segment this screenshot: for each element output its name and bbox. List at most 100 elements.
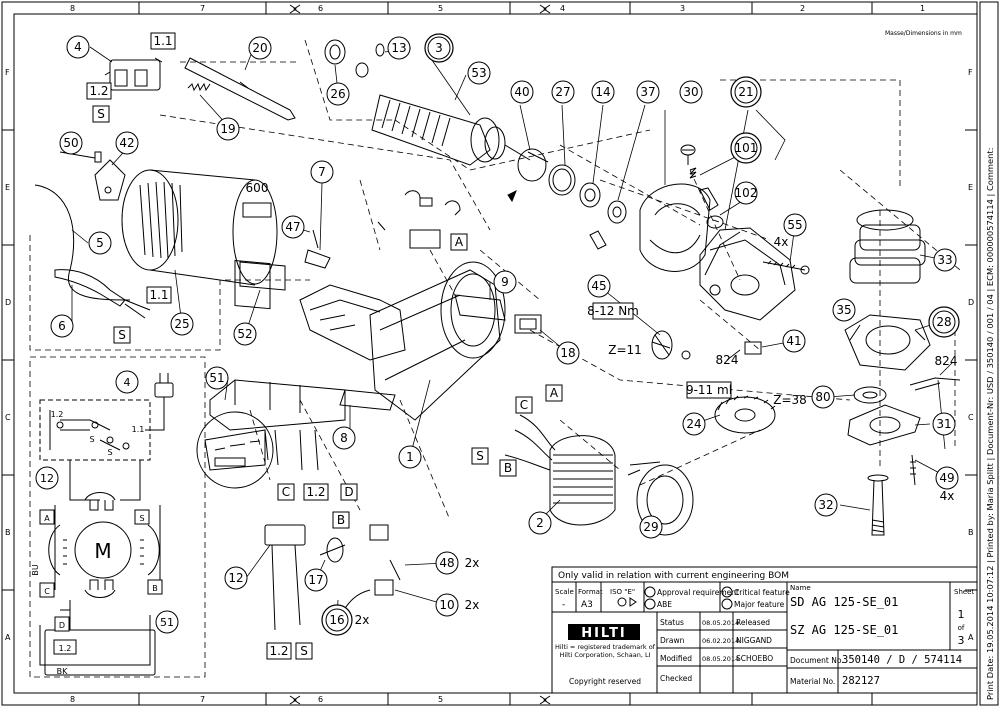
callout-labels: 4 1.1 1.2 S 20 19 26 13 3 53 40 27 14 37… bbox=[58, 34, 957, 658]
callout-101: 101 bbox=[735, 141, 758, 155]
row-label: D bbox=[968, 298, 974, 307]
callout-824: 824 bbox=[935, 354, 958, 368]
callout-32: 32 bbox=[818, 498, 833, 512]
tb-notice: Only valid in relation with current engi… bbox=[558, 571, 789, 581]
row-label: A bbox=[5, 633, 11, 642]
callout-19: 19 bbox=[220, 122, 235, 136]
callout-52: 52 bbox=[237, 327, 252, 341]
tb-name2: SZ AG 125-SE_01 bbox=[790, 623, 898, 637]
callout-18: 18 bbox=[560, 346, 575, 360]
schematic-12: 12 bbox=[40, 472, 54, 485]
tb-row-label: Checked bbox=[660, 674, 692, 683]
callout-35: 35 bbox=[836, 303, 851, 317]
tb-name1: SD AG 125-SE_01 bbox=[790, 595, 898, 609]
tb-sheet-no: 1 bbox=[958, 608, 965, 621]
callout-6: 6 bbox=[58, 319, 66, 333]
tb-scale-label: Scale bbox=[555, 588, 574, 596]
callout-42: 42 bbox=[119, 136, 134, 150]
callout-600: 600 bbox=[246, 181, 269, 195]
teeth-z38: Z=38 bbox=[773, 393, 807, 407]
callout-12: 12 bbox=[228, 571, 243, 585]
callout-51: 51 bbox=[209, 371, 224, 385]
tb-format-value: A3 bbox=[581, 600, 593, 610]
parts-geometry bbox=[29, 39, 961, 631]
tb-doc-value: 350140 / D / 574114 bbox=[842, 654, 962, 666]
tb-sheet-total: 3 bbox=[958, 634, 965, 647]
callout-55: 55 bbox=[787, 218, 802, 232]
box-s: S bbox=[476, 449, 484, 463]
row-label: E bbox=[968, 183, 973, 192]
tb-trademark: Hilti = registered trademark of Hilti Co… bbox=[555, 643, 655, 659]
callout-3: 3 bbox=[435, 41, 443, 55]
tb-row-value: SCHOEBO bbox=[736, 654, 773, 663]
schematic-s: S bbox=[89, 435, 94, 444]
tb-doc-label: Document No. bbox=[790, 656, 844, 665]
col-label: 4 bbox=[560, 4, 565, 13]
title-block: HILTI Only valid in relation with curren… bbox=[551, 566, 978, 694]
callout-41: 41 bbox=[786, 334, 801, 348]
row-label: D bbox=[5, 298, 11, 307]
row-label: B bbox=[5, 528, 11, 537]
tb-major: Major feature bbox=[734, 600, 785, 609]
box-c: C bbox=[520, 398, 528, 412]
motor-symbol: M bbox=[94, 539, 111, 563]
hilti-logo bbox=[568, 624, 640, 640]
col-label: 7 bbox=[200, 695, 205, 704]
tb-abe: ABE bbox=[657, 600, 672, 609]
col-label: 6 bbox=[318, 695, 323, 704]
tb-row-label: Drawn bbox=[660, 636, 685, 645]
callout-14: 14 bbox=[595, 85, 610, 99]
box-d: D bbox=[344, 485, 353, 499]
box-s: S bbox=[97, 107, 105, 121]
col-label: 6 bbox=[318, 4, 323, 13]
box-1-1: 1.1 bbox=[149, 288, 168, 302]
schematic-c: C bbox=[44, 587, 50, 596]
box-s: S bbox=[118, 328, 126, 342]
callout-30: 30 bbox=[683, 85, 698, 99]
callout-2: 2 bbox=[536, 516, 544, 530]
box-1-2: 1.2 bbox=[269, 644, 288, 658]
qty-2x: 2x bbox=[355, 613, 370, 627]
col-label: 8 bbox=[70, 695, 75, 704]
col-label: 1 bbox=[920, 4, 925, 13]
teeth-z11: Z=11 bbox=[608, 343, 642, 357]
tb-row-value: NIGGAND bbox=[736, 636, 772, 645]
schematic-1-2: 1.2 bbox=[59, 644, 72, 653]
callout-13: 13 bbox=[391, 41, 406, 55]
leader-lines bbox=[61, 46, 954, 621]
torque-value: 8-12 Nm bbox=[587, 304, 639, 318]
schematic-51: 51 bbox=[160, 616, 174, 629]
tb-critical: Critical feature bbox=[734, 588, 790, 597]
callout-17: 17 bbox=[308, 573, 323, 587]
tb-row-value: Released bbox=[736, 618, 770, 627]
lube-quantity: 9-11 ml bbox=[686, 383, 732, 397]
callout-boxes bbox=[86, 32, 732, 660]
tb-mat-label: Material No. bbox=[790, 677, 835, 686]
col-label: 7 bbox=[200, 4, 205, 13]
box-s: S bbox=[300, 644, 308, 658]
box-1-1: 1.1 bbox=[153, 34, 172, 48]
box-b: B bbox=[337, 513, 345, 527]
callout-24: 24 bbox=[686, 417, 701, 431]
tb-row-label: Modified bbox=[660, 654, 692, 663]
col-label: 2 bbox=[800, 4, 805, 13]
tb-format-label: Format bbox=[578, 588, 603, 596]
row-label: A bbox=[968, 633, 974, 642]
callout-10: 10 bbox=[439, 598, 454, 612]
callout-47: 47 bbox=[285, 220, 300, 234]
schematic-1-2: 1.2 bbox=[51, 410, 64, 419]
schematic-1-1: 1.1 bbox=[132, 425, 145, 434]
schematic-d: D bbox=[59, 621, 65, 630]
schematic-bu: BU bbox=[31, 564, 40, 575]
col-label: 5 bbox=[438, 695, 443, 704]
tb-scale-value: - bbox=[562, 600, 565, 610]
row-label: C bbox=[968, 413, 974, 422]
callout-20: 20 bbox=[252, 41, 267, 55]
box-1-2: 1.2 bbox=[89, 84, 108, 98]
qty-2x: 2x bbox=[465, 598, 480, 612]
tb-approval: Approval requirement bbox=[657, 588, 739, 597]
schematic-s: S bbox=[139, 514, 144, 523]
col-label: 3 bbox=[680, 4, 685, 13]
row-label: F bbox=[5, 68, 10, 77]
callout-21: 21 bbox=[738, 85, 753, 99]
